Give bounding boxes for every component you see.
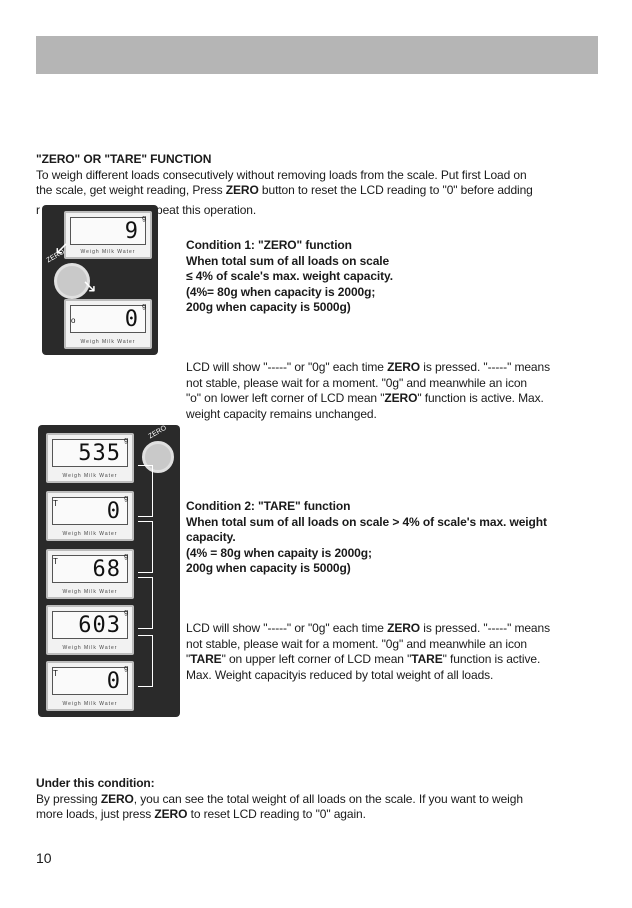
tare-indicator-icon: T <box>53 499 58 508</box>
under-condition-block: Under this condition: By pressing ZERO, … <box>36 776 523 821</box>
lcd-display: 68 g T Weigh Milk Water <box>46 549 134 599</box>
intro-line-3-end: peat this operation. <box>156 203 257 217</box>
header-band <box>36 36 598 74</box>
lcd-reading: 9 <box>70 217 146 245</box>
tare-indicator-icon: T <box>53 669 58 678</box>
condition1-title: Condition 1: "ZERO" function <box>186 238 352 252</box>
tare-illustration: 535 g Weigh Milk Water ZERO 0 g T Weigh … <box>38 425 180 717</box>
condition2-paragraph: LCD will show "-----" or "0g" each time … <box>186 621 550 682</box>
intro-line: To weigh different loads consecutively w… <box>36 167 527 182</box>
lcd-markers: Weigh Milk Water <box>62 645 118 651</box>
lcd-reading: 603 <box>52 611 128 639</box>
arrow-icon: ↘ <box>82 276 98 296</box>
unit-label: g <box>124 553 128 560</box>
lcd-markers: Weigh Milk Water <box>62 531 118 537</box>
under-condition-title: Under this condition: <box>36 776 155 790</box>
arrow-icon: ↙ <box>54 238 70 258</box>
lcd-markers: Weigh Milk Water <box>62 589 118 595</box>
lcd-display: 0 g T Weigh Milk Water <box>46 661 134 711</box>
intro-line: the scale, get weight reading, Press ZER… <box>36 183 533 197</box>
condition2-title: Condition 2: "TARE" function <box>186 499 351 513</box>
connector-bracket <box>138 635 153 687</box>
lcd-markers: Weigh Milk Water <box>80 339 136 345</box>
lcd-display: 0 g o Weigh Milk Water <box>64 299 152 349</box>
condition1-paragraph: LCD will show "-----" or "0g" each time … <box>186 360 550 421</box>
condition2-block: Condition 2: "TARE" function When total … <box>186 499 547 575</box>
lcd-display: 603 g Weigh Milk Water <box>46 605 134 655</box>
lcd-markers: Weigh Milk Water <box>80 249 136 255</box>
lcd-markers: Weigh Milk Water <box>62 473 118 479</box>
intro-line-3-start: r <box>36 203 40 217</box>
unit-label: g <box>142 303 146 310</box>
unit-label: g <box>124 437 128 444</box>
unit-label: g <box>124 665 128 672</box>
section-heading: "ZERO" OR "TARE" FUNCTION <box>36 152 212 166</box>
zero-button <box>142 441 174 473</box>
connector-bracket <box>138 465 153 517</box>
lcd-reading: 0 <box>52 667 128 695</box>
page-number: 10 <box>36 850 52 866</box>
lcd-reading: 0 <box>70 305 146 333</box>
lcd-display: 535 g Weigh Milk Water <box>46 433 134 483</box>
intro-block: "ZERO" OR "TARE" FUNCTION To weigh diffe… <box>36 152 596 199</box>
connector-bracket <box>138 577 153 629</box>
lcd-display: 0 g T Weigh Milk Water <box>46 491 134 541</box>
zero-button-label: ZERO <box>147 424 168 441</box>
condition1-block: Condition 1: "ZERO" function When total … <box>186 238 393 314</box>
lcd-display: 9 g Weigh Milk Water <box>64 211 152 259</box>
zero-button <box>54 263 90 299</box>
tare-indicator-icon: T <box>53 557 58 566</box>
lcd-reading: 0 <box>52 497 128 525</box>
unit-label: g <box>142 215 146 222</box>
zero-illustration: 9 g Weigh Milk Water ZERO ↙ ↘ 0 g o Weig… <box>42 205 158 355</box>
lcd-reading: 68 <box>52 555 128 583</box>
lcd-reading: 535 <box>52 439 128 467</box>
zero-indicator-icon: o <box>71 316 76 325</box>
lcd-markers: Weigh Milk Water <box>62 701 118 707</box>
connector-bracket <box>138 521 153 573</box>
unit-label: g <box>124 609 128 616</box>
unit-label: g <box>124 495 128 502</box>
